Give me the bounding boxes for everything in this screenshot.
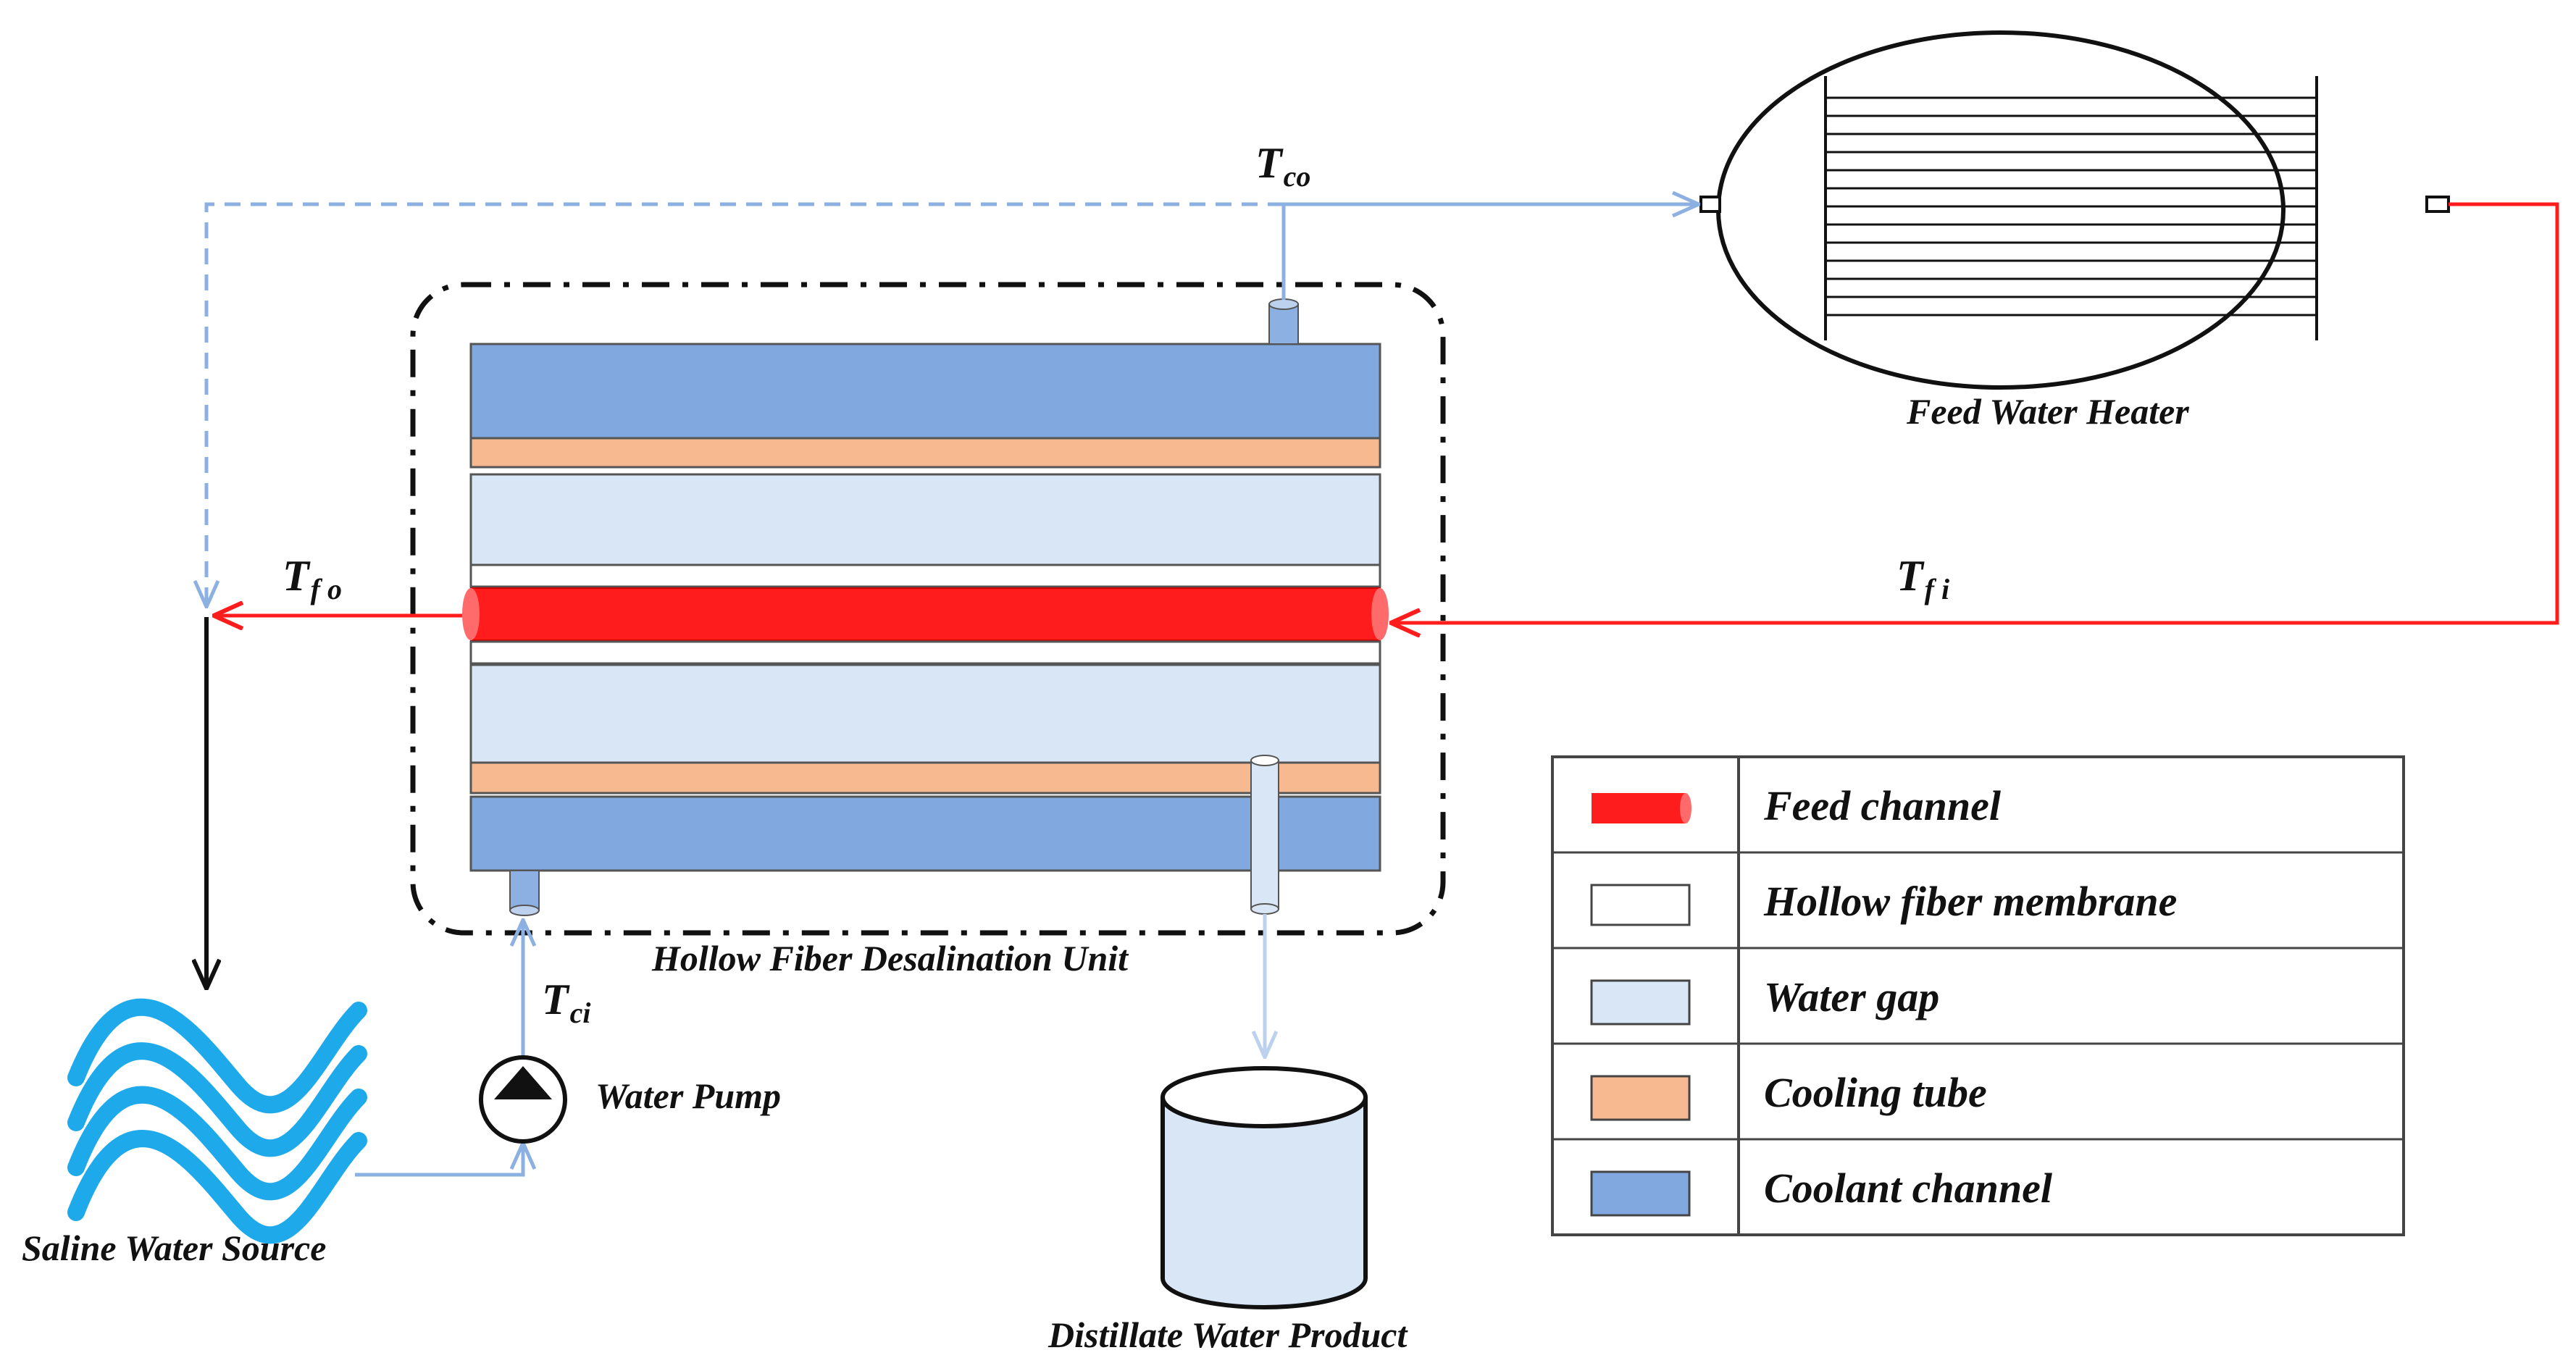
- cooling-tube-top: [469, 437, 1381, 469]
- legend-label-membrane: Hollow fiber membrane: [1763, 878, 2177, 925]
- t-fi-label: Tf i: [1897, 552, 1949, 605]
- legend-label-water-gap: Water gap: [1764, 973, 1939, 1020]
- water-pump: [479, 1055, 567, 1144]
- hollow-fiber-unit: [462, 343, 1389, 872]
- heater-inlet-port: [1699, 196, 1721, 213]
- membrane-top: [469, 563, 1381, 588]
- coolant-outlet-nozzle: [1268, 298, 1299, 345]
- legend-frame: [1551, 755, 2405, 1236]
- legend-label-cooling-tube: Cooling tube: [1764, 1069, 1987, 1116]
- source-to-pump-pipe: [355, 1143, 523, 1177]
- legend: Feed channel Hollow fiber membrane Water…: [1551, 755, 2405, 1236]
- heater-outlet-port: [2425, 196, 2450, 213]
- coolant-bypass-dashed: [206, 202, 1284, 607]
- unit-enclosure: [410, 282, 1446, 936]
- heater-tube-bundle: [1826, 96, 2317, 316]
- feed-channel: [470, 587, 1381, 641]
- distillate-outlet-tube: [1250, 755, 1279, 915]
- saline-wave-icon: [67, 998, 367, 1244]
- water-gap-top: [469, 473, 1381, 566]
- cooling-tube-swatch: [1590, 1075, 1691, 1121]
- heater-shell: [1716, 30, 2286, 390]
- heated-feed-pipe: [1391, 202, 2559, 623]
- product-caption: Distillate Water Product: [1047, 1315, 1408, 1355]
- legend-label-coolant-channel: Coolant channel: [1764, 1165, 2053, 1212]
- legend-label-feed-channel: Feed channel: [1763, 782, 2002, 829]
- feed-channel-swatch: [1592, 793, 1691, 823]
- cooling-tube-bottom: [469, 761, 1381, 794]
- water-gap-swatch: [1590, 979, 1691, 1026]
- t-co-label: Tco: [1255, 139, 1310, 193]
- t-ci-label: Tci: [542, 976, 591, 1029]
- coolant-channel-swatch: [1590, 1170, 1691, 1217]
- membrane-swatch: [1590, 884, 1691, 926]
- pump-triangle-icon: [494, 1066, 552, 1099]
- membrane-bottom: [469, 640, 1381, 665]
- t-fo-label: Tf o: [283, 552, 342, 605]
- coolant-channel-bottom: [469, 795, 1381, 872]
- coolant-channel-top: [469, 343, 1381, 440]
- feed-channel-end-right: [1371, 588, 1389, 640]
- feed-channel-end-left: [462, 588, 480, 640]
- source-caption: Saline Water Source: [22, 1228, 326, 1268]
- distillate-tank: [1161, 1066, 1368, 1309]
- heater-caption: Feed Water Heater: [1906, 391, 2189, 432]
- coolant-inlet-nozzle: [509, 870, 540, 916]
- coolant-to-heater-pipe: [1281, 204, 1699, 300]
- unit-caption: Hollow Fiber Desalination Unit: [651, 938, 1129, 978]
- pump-caption: Water Pump: [595, 1076, 781, 1116]
- feed-water-heater: [1699, 30, 2450, 390]
- water-gap-bottom: [469, 663, 1381, 764]
